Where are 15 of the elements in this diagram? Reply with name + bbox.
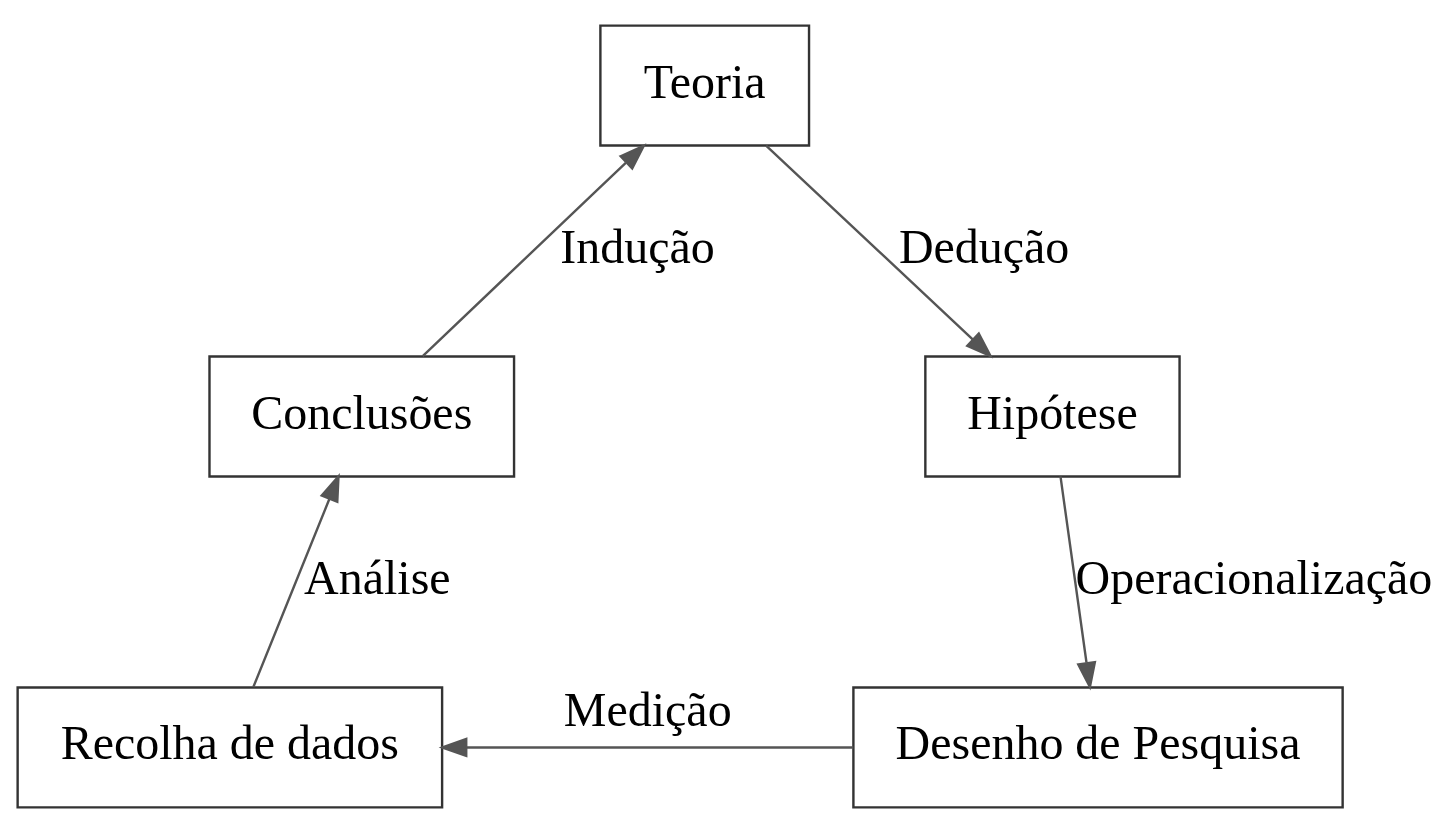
- arrow: [765, 144, 994, 358]
- edge-label: Medição: [563, 682, 732, 736]
- edge-label: Indução: [560, 219, 715, 273]
- node-box: Hipótese: [924, 354, 1181, 478]
- arrow: [438, 736, 854, 758]
- arrow: [252, 472, 340, 687]
- node-box: Conclusões: [208, 354, 516, 478]
- arrow: [1059, 475, 1097, 691]
- node-box: Recolha de dados: [16, 685, 444, 809]
- edge-label: Dedução: [898, 219, 1070, 273]
- node-box: Teoria: [599, 23, 811, 147]
- edge-label: Análise: [304, 550, 451, 604]
- arrow: [421, 142, 647, 357]
- node-box: Desenho de Pesquisa: [852, 685, 1344, 809]
- edge-label: Operacionalização: [1075, 550, 1433, 604]
